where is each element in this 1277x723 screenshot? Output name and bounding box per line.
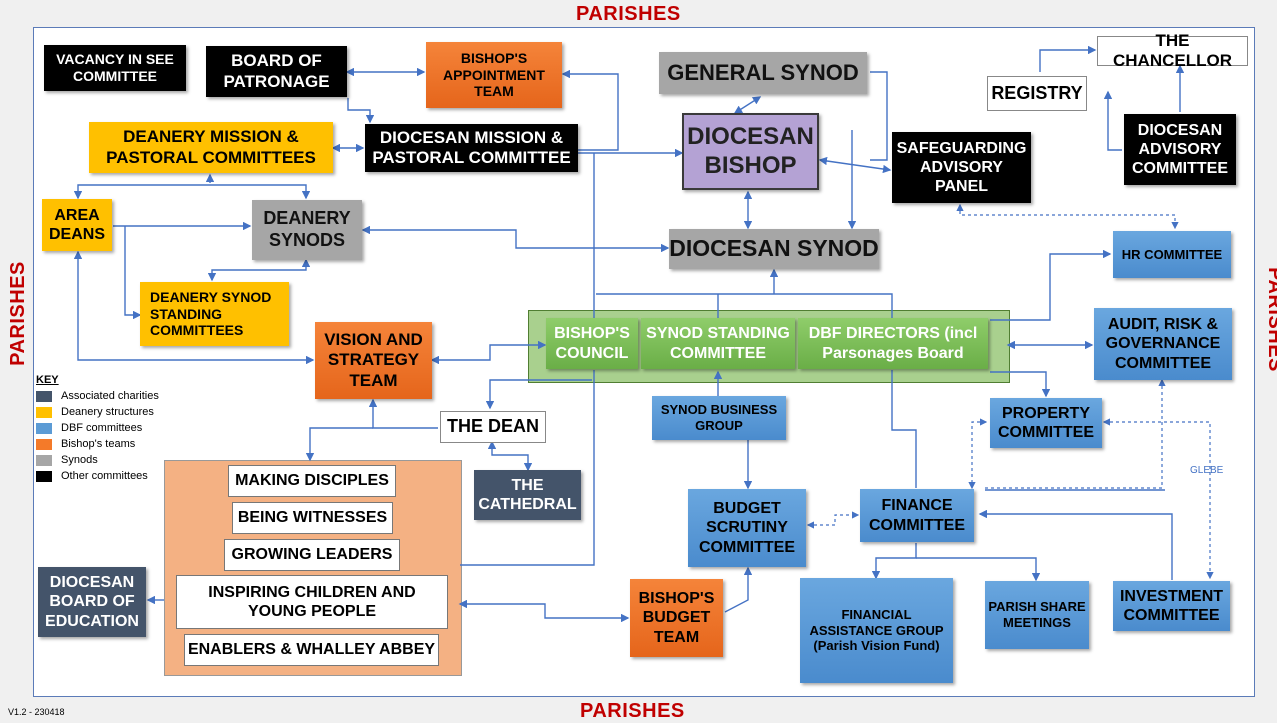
diocesan-mission-pastoral-committee[interactable]: DIOCESAN MISSION & PASTORAL COMMITTEE — [365, 124, 578, 172]
dbf-directors[interactable]: DBF DIRECTORS (incl Parsonages Board — [798, 318, 988, 369]
registry[interactable]: REGISTRY — [987, 76, 1087, 111]
parishes-bottom-label: PARISHES — [580, 700, 685, 722]
diocesan-advisory-committee[interactable]: DIOCESAN ADVISORY COMMITTEE — [1124, 114, 1236, 185]
audit-risk-governance-committee[interactable]: AUDIT, RISK & GOVERNANCE COMMITTEE — [1094, 308, 1232, 380]
parish-share-meetings[interactable]: PARISH SHARE MEETINGS — [985, 581, 1089, 649]
synod-business-group[interactable]: SYNOD BUSINESS GROUP — [652, 396, 786, 440]
deanery-synod-standing-committees[interactable]: DEANERY SYNOD STANDING COMMITTEES — [140, 282, 289, 346]
legend-swatch — [36, 454, 52, 466]
general-synod[interactable]: GENERAL SYNOD — [659, 52, 867, 94]
bishops-budget-team[interactable]: BISHOP'S BUDGET TEAM — [630, 579, 723, 657]
the-chancellor[interactable]: THE CHANCELLOR — [1097, 31, 1248, 70]
legend-item: Deanery structures — [36, 404, 159, 420]
diocesan-bishop[interactable]: DIOCESAN BISHOP — [682, 113, 819, 190]
investment-committee[interactable]: INVESTMENT COMMITTEE — [1113, 581, 1230, 631]
the-cathedral[interactable]: THE CATHEDRAL — [474, 470, 581, 520]
finance-committee[interactable]: FINANCE COMMITTEE — [860, 489, 974, 542]
legend-item: DBF committees — [36, 420, 159, 436]
legend-item: Bishop's teams — [36, 436, 159, 452]
legend-label: Other committees — [61, 470, 148, 482]
board-of-patronage[interactable]: BOARD OF PATRONAGE — [206, 46, 347, 97]
deanery-mission-pastoral-committees[interactable]: DEANERY MISSION & PASTORAL COMMITTEES — [89, 122, 333, 173]
the-dean[interactable]: THE DEAN — [440, 411, 546, 443]
legend-swatch — [36, 470, 52, 482]
parishes-top-label: PARISHES — [576, 3, 681, 25]
budget-scrutiny-committee[interactable]: BUDGET SCRUTINY COMMITTEE — [688, 489, 806, 567]
legend-label: Deanery structures — [61, 406, 154, 418]
deanery-synods[interactable]: DEANERY SYNODS — [252, 200, 362, 260]
diocesan-synod[interactable]: DIOCESAN SYNOD — [669, 229, 879, 269]
version-label: V1.2 - 230418 — [8, 707, 65, 717]
legend-swatch — [36, 390, 52, 402]
vacancy-in-see-committee[interactable]: VACANCY IN SEE COMMITTEE — [44, 45, 186, 91]
legend-item: Synods — [36, 452, 159, 468]
inspiring-children-young-people[interactable]: INSPIRING CHILDREN AND YOUNG PEOPLE — [176, 575, 448, 629]
area-deans[interactable]: AREA DEANS — [42, 199, 112, 251]
legend-swatch — [36, 422, 52, 434]
hr-committee[interactable]: HR COMMITTEE — [1113, 231, 1231, 278]
diocesan-board-of-education[interactable]: DIOCESAN BOARD OF EDUCATION — [38, 567, 146, 637]
enablers-whalley-abbey[interactable]: ENABLERS & WHALLEY ABBEY — [184, 634, 439, 666]
legend-swatch — [36, 406, 52, 418]
financial-assistance-group[interactable]: FINANCIAL ASSISTANCE GROUP (Parish Visio… — [800, 578, 953, 683]
legend-label: Synods — [61, 454, 98, 466]
property-committee[interactable]: PROPERTY COMMITTEE — [990, 398, 1102, 448]
vision-and-strategy-team[interactable]: VISION AND STRATEGY TEAM — [315, 322, 432, 399]
bishops-council[interactable]: BISHOP'S COUNCIL — [546, 318, 638, 369]
making-disciples[interactable]: MAKING DISCIPLES — [228, 465, 396, 497]
being-witnesses[interactable]: BEING WITNESSES — [232, 502, 393, 534]
synod-standing-committee[interactable]: SYNOD STANDING COMMITTEE — [641, 318, 795, 369]
legend-label: Bishop's teams — [61, 438, 136, 450]
bishops-appointment-team[interactable]: BISHOP'S APPOINTMENT TEAM — [426, 42, 562, 108]
legend-label: Associated charities — [61, 390, 159, 402]
legend-swatch — [36, 438, 52, 450]
legend-item: Associated charities — [36, 388, 159, 404]
legend-item: Other committees — [36, 468, 159, 484]
legend-title: KEY — [36, 374, 59, 386]
growing-leaders[interactable]: GROWING LEADERS — [224, 539, 400, 571]
legend-label: DBF committees — [61, 422, 143, 434]
safeguarding-advisory-panel[interactable]: SAFEGUARDING ADVISORY PANEL — [892, 132, 1031, 203]
glebe-label: GLEBE — [1190, 465, 1224, 476]
